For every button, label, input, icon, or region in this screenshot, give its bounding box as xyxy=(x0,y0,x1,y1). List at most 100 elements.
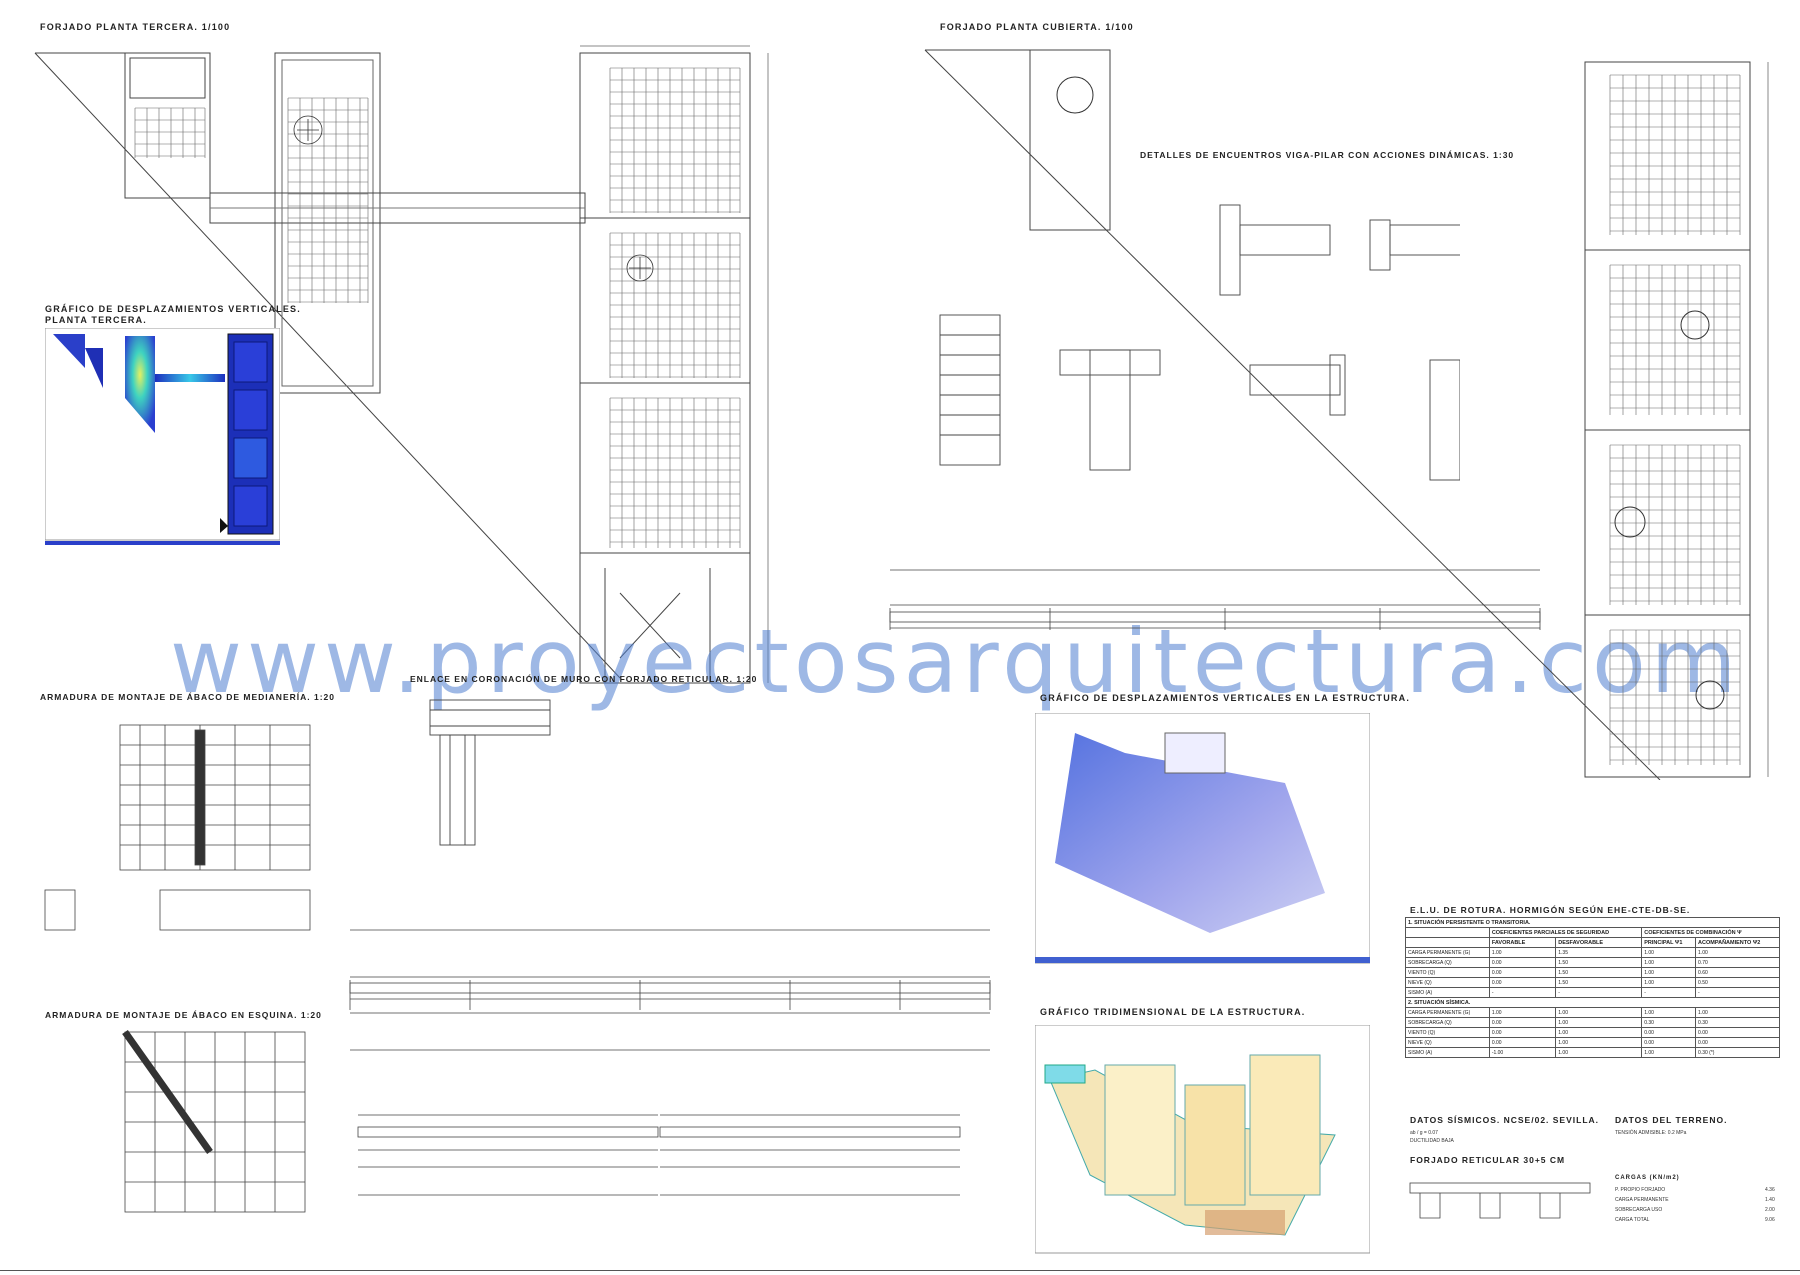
cell: SISMO (A) xyxy=(1405,987,1490,998)
cell: 0.00 xyxy=(1488,977,1557,988)
cell: VIENTO (Q) xyxy=(1405,1027,1490,1038)
section2-label: 2. SITUACIÓN SÍSMICA. xyxy=(1405,997,1780,1008)
table-title: E.L.U. DE ROTURA. HORMIGÓN SEGÚN EHE-CTE… xyxy=(1410,905,1691,915)
cell: 1.00 xyxy=(1641,967,1697,978)
cell: 0.50 xyxy=(1695,977,1780,988)
carga-value-3: 9.06 xyxy=(1765,1217,1775,1223)
cell: 0.00 xyxy=(1695,1027,1780,1038)
forjado-label: FORJADO RETICULAR 30+5 CM xyxy=(1410,1155,1566,1165)
datos-sismicos: DATOS SÍSMICOS. NCSE/02. SEVILLA. xyxy=(1410,1115,1600,1125)
cell: 1.00 xyxy=(1641,947,1697,958)
carga-label-0: P. PROPIO FORJADO xyxy=(1615,1187,1666,1193)
cell: 1.50 xyxy=(1555,977,1643,988)
carga-label-1: CARGA PERMANENTE xyxy=(1615,1197,1669,1203)
enlace-title: ENLACE EN CORONACIÓN DE MURO CON FORJADO… xyxy=(410,674,758,684)
cell: 1.35 xyxy=(1555,947,1643,958)
cell: - xyxy=(1555,987,1643,998)
cell: 0.00 xyxy=(1641,1037,1697,1048)
table-row: SISMO (A)---- xyxy=(1405,987,1780,998)
cell: 1.00 xyxy=(1555,1047,1643,1058)
armadura-esquina-title: ARMADURA DE MONTAJE DE ÁBACO EN ESQUINA.… xyxy=(45,1010,322,1020)
details-title: DETALLES DE ENCUENTROS VIGA-PILAR CON AC… xyxy=(1140,150,1515,160)
cell: 1.00 xyxy=(1555,1027,1643,1038)
cell: VIENTO (Q) xyxy=(1405,967,1490,978)
col-2: PRINCIPAL Ψ1 xyxy=(1641,937,1697,948)
cell: 0.60 xyxy=(1695,967,1780,978)
sismo-ductilidad: DUCTILIDAD BAJA xyxy=(1410,1138,1454,1144)
armadura-medianera-drawing xyxy=(44,724,311,931)
portico-planta-drawings xyxy=(349,929,991,1196)
tridimensional-title: GRÁFICO TRIDIMENSIONAL DE LA ESTRUCTURA. xyxy=(1040,1007,1306,1017)
cell: 0.30 xyxy=(1695,1017,1780,1028)
col-0: FAVORABLE xyxy=(1488,937,1557,948)
cell: 1.00 xyxy=(1641,957,1697,968)
cell: 0.30 (*) xyxy=(1695,1047,1780,1058)
cell: -1.00 xyxy=(1488,1047,1557,1058)
plan-right-drawing xyxy=(924,49,1769,780)
cell: 1.00 xyxy=(1488,947,1557,958)
cell: CARGA PERMANENTE (G) xyxy=(1405,1007,1490,1018)
armadura-medianera-title: ARMADURA DE MONTAJE DE ÁBACO DE MEDIANER… xyxy=(40,692,335,702)
tridimensional-graphic xyxy=(1035,1025,1370,1254)
cell: 1.00 xyxy=(1488,1007,1557,1018)
cell: 1.50 xyxy=(1555,957,1643,968)
cell: 1.00 xyxy=(1695,947,1780,958)
disp-left-title-2: PLANTA TERCERA. xyxy=(45,315,147,325)
carga-label-2: SOBRECARGA USO xyxy=(1615,1207,1663,1213)
col-group-b: COEFICIENTES DE COMBINACIÓN Ψ xyxy=(1641,927,1780,938)
forjado-section-drawing xyxy=(1409,1182,1591,1219)
col-group-a: COEFICIENTES PARCIALES DE SEGURIDAD xyxy=(1488,927,1643,938)
cell: - xyxy=(1488,987,1557,998)
cell: 1.50 xyxy=(1555,967,1643,978)
cell: 0.70 xyxy=(1695,957,1780,968)
disp-struct-graphic xyxy=(1035,713,1370,964)
cell: 0.00 xyxy=(1641,1027,1697,1038)
plan-left-title: FORJADO PLANTA TERCERA. 1/100 xyxy=(40,22,231,32)
cell: - xyxy=(1695,987,1780,998)
disp-left-title-1: GRÁFICO DE DESPLAZAMIENTOS VERTICALES. xyxy=(45,304,301,314)
carga-value-2: 2.00 xyxy=(1765,1207,1775,1213)
cell: 0.00 xyxy=(1488,967,1557,978)
cell: NIEVE (Q) xyxy=(1405,1037,1490,1048)
cell: 0.00 xyxy=(1488,1027,1557,1038)
cell: SOBRECARGA (Q) xyxy=(1405,957,1490,968)
terreno-tension: TENSIÓN ADMISIBLE: 0.2 MPa xyxy=(1615,1130,1687,1136)
datos-terreno: DATOS DEL TERRENO. xyxy=(1615,1115,1728,1125)
carga-label-3: CARGA TOTAL xyxy=(1615,1217,1650,1223)
cell: 0.00 xyxy=(1695,1037,1780,1048)
cell: 0.00 xyxy=(1488,1017,1557,1028)
cell: 1.00 xyxy=(1555,1017,1643,1028)
plan-right-title: FORJADO PLANTA CUBIERTA. 1/100 xyxy=(940,22,1134,32)
sismo-ab: ab / g = 0.07 xyxy=(1410,1130,1438,1136)
details-drawings xyxy=(939,204,1460,481)
cell: - xyxy=(1641,987,1697,998)
portico-right-drawing xyxy=(889,569,1541,630)
armadura-esquina-drawing xyxy=(122,1029,306,1213)
cell: SOBRECARGA (Q) xyxy=(1405,1017,1490,1028)
carga-value-1: 1.40 xyxy=(1765,1197,1775,1203)
cell: 1.00 xyxy=(1695,1007,1780,1018)
section1-label: 1. SITUACIÓN PERSISTENTE O TRANSITORIA. xyxy=(1405,917,1780,928)
col-1: DESFAVORABLE xyxy=(1555,937,1643,948)
cell: 1.00 xyxy=(1641,977,1697,988)
plan-left-drawing xyxy=(34,45,769,684)
cell: 1.00 xyxy=(1641,1007,1697,1018)
disp-struct-title: GRÁFICO DE DESPLAZAMIENTOS VERTICALES EN… xyxy=(1040,693,1411,703)
sheet-border xyxy=(0,1270,1800,1271)
cell: SISMO (A) xyxy=(1405,1047,1490,1058)
disp-left-graphic xyxy=(45,328,280,545)
col-3: ACOMPAÑAMIENTO Ψ2 xyxy=(1695,937,1780,948)
results-table: 1. SITUACIÓN PERSISTENTE O TRANSITORIA. … xyxy=(1405,917,1780,1058)
cargas-title: CARGAS (KN/m2) xyxy=(1615,1175,1680,1181)
cell: 1.00 xyxy=(1555,1037,1643,1048)
